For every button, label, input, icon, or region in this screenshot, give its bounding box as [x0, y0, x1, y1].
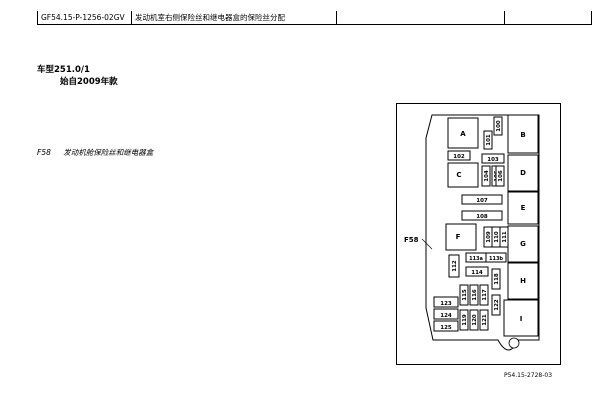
fuse-112-label: 112	[452, 260, 458, 272]
fuse-125	[433, 320, 459, 332]
fuse-113b-label: 113b	[489, 256, 503, 262]
component-description: 发动机舱保险丝和继电器盒	[63, 148, 154, 157]
fuse-117-label: 117	[482, 289, 488, 301]
fuse-116-label: 116	[472, 289, 478, 301]
callout-label: F58	[404, 236, 419, 244]
fuse-120	[469, 309, 479, 331]
relay-h	[507, 262, 539, 300]
fuse-113b	[485, 252, 507, 263]
header-cell-4	[504, 11, 592, 24]
relay-h-label: H	[520, 277, 526, 285]
fuse-108-label: 108	[476, 214, 488, 220]
fuse-114-label: 114	[471, 270, 483, 276]
relay-c	[447, 162, 479, 188]
fuse-101	[483, 130, 493, 150]
doc-title: 发动机室右侧保险丝和继电器盒的保险丝分配	[131, 11, 336, 24]
header-table: GF54.15-P-1256-02GV 发动机室右侧保险丝和继电器盒的保险丝分配	[37, 11, 592, 25]
fuse-111-label: 111	[502, 231, 508, 243]
fuse-103-label: 103	[487, 157, 499, 163]
model-label: 车型251.0/1	[37, 65, 90, 75]
fuse-123-label: 123	[440, 301, 452, 307]
fuse-109-label: 109	[486, 231, 492, 243]
fuse-125-label: 125	[440, 325, 452, 331]
relay-g-label: G	[520, 240, 526, 248]
fuse-110-label: 110	[494, 231, 500, 243]
mounting-hole	[508, 337, 520, 349]
doc-code: GF54.15-P-1256-02GV	[37, 11, 131, 24]
fuse-102-label: 102	[453, 154, 465, 160]
fuse-120-label: 120	[472, 314, 478, 326]
figure-id: P54.15-2728-03	[504, 372, 553, 379]
relay-d-label: D	[520, 169, 526, 177]
header-cell-3	[336, 11, 504, 24]
fuse-117	[479, 284, 489, 306]
fuse-104-label: 104	[484, 170, 490, 182]
relay-i	[503, 299, 539, 337]
fuse-119	[459, 309, 469, 331]
component-line: F58 发动机舱保险丝和继电器盒	[37, 147, 153, 158]
callout-line	[421, 238, 433, 250]
fuse-121-label: 121	[482, 314, 488, 326]
fuse-113a-label: 113a	[469, 256, 483, 262]
fuse-103	[481, 153, 505, 164]
relay-a-label: A	[460, 130, 466, 138]
relay-d	[507, 154, 539, 192]
relay-c-label: C	[456, 171, 461, 179]
relay-g	[507, 225, 539, 263]
fuse-107-label: 107	[476, 198, 488, 204]
fuse-124	[433, 308, 459, 320]
fuse-101-label: 101	[486, 134, 492, 146]
fuse-122-label: 122	[494, 299, 500, 311]
fuse-124-label: 124	[440, 313, 452, 319]
fuse-115	[459, 284, 469, 306]
fuse-115-label: 115	[462, 289, 468, 301]
relay-e-label: E	[521, 204, 526, 212]
component-code: F58	[37, 148, 51, 157]
fuse-121	[479, 309, 489, 331]
fuse-112	[448, 254, 460, 278]
model-year: 始自2009年款	[60, 77, 118, 87]
relay-f-label: F	[456, 233, 461, 241]
fuse-106	[495, 165, 505, 187]
fuse-100-label: 100	[496, 120, 502, 132]
fuse-118-label: 118	[494, 273, 500, 285]
fuse-104	[481, 165, 491, 187]
fuse-107	[461, 194, 503, 205]
fuse-100	[493, 116, 503, 136]
fuse-123	[433, 296, 459, 308]
fuse-116	[469, 284, 479, 306]
relay-e	[507, 191, 539, 225]
fuse-119-label: 119	[462, 314, 468, 326]
relay-b-label: B	[520, 131, 525, 139]
relay-b	[507, 114, 539, 154]
fuse-102	[447, 150, 471, 161]
relay-f	[445, 223, 477, 251]
fuse-114	[465, 266, 489, 277]
fuse-108	[461, 210, 503, 221]
fuse-106-label: 106	[498, 170, 504, 182]
fuse-118	[491, 268, 501, 290]
fuse-111	[499, 226, 509, 248]
relay-a	[447, 117, 479, 149]
fuse-122	[491, 294, 501, 316]
fuse-box-diagram: F58 A B C D E F G H I 100 101 104 105 10…	[396, 103, 561, 365]
relay-i-label: I	[520, 315, 523, 323]
